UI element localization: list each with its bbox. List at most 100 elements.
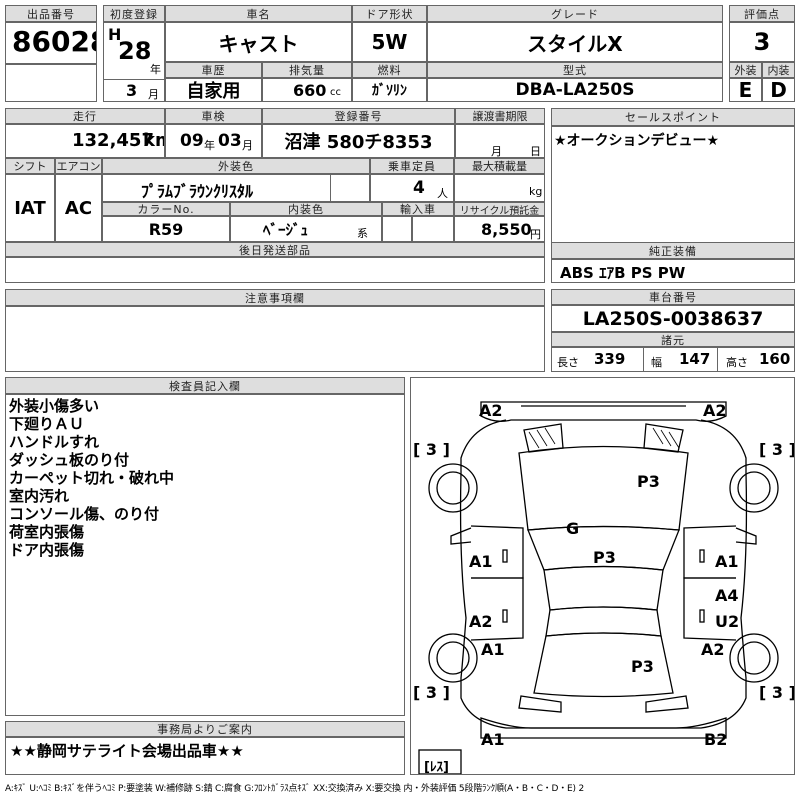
width-label: 幅 xyxy=(651,356,662,369)
rear-bumper xyxy=(480,717,727,739)
specs-box: 長さ 339 幅 147 高さ 160 xyxy=(551,347,795,372)
recycle-value: 8,550 xyxy=(481,220,532,239)
insp-year-value: 09 xyxy=(180,131,204,151)
spare-tire-grade: [ﾚｽ] xyxy=(424,760,449,775)
roof xyxy=(543,565,664,611)
tire-rr xyxy=(729,633,779,683)
office-info-label: 事務局よりご案内 xyxy=(5,721,405,737)
max-load-box: kg xyxy=(454,174,545,202)
insp-month-value: 03 xyxy=(218,131,242,151)
plate-label: 登録番号 xyxy=(262,108,455,124)
capacity-box: 4 人 xyxy=(370,174,454,202)
inspection-box: 09 年 03 月 xyxy=(165,124,262,158)
inspector-note: ダッシュ板のり付 xyxy=(9,451,130,469)
eval-point-label: 評価点 xyxy=(729,5,795,22)
displacement-box: 660 cc xyxy=(262,78,352,102)
mileage-label: 走行 xyxy=(5,108,165,124)
office-info-box: ★★静岡サテライト会場出品車★★ xyxy=(5,737,405,775)
office-notice-text: ★★静岡サテライト会場出品車★★ xyxy=(10,742,244,760)
length-value: 339 xyxy=(594,350,626,368)
height-value: 160 xyxy=(759,350,791,368)
inspector-note: カーペット切れ・破れ中 xyxy=(9,469,175,487)
right-door-rear xyxy=(683,577,737,641)
dmg-windshield: G xyxy=(566,519,580,538)
capacity-value: 4 xyxy=(413,178,425,198)
handle-lf xyxy=(502,549,508,563)
door-type-value: 5W xyxy=(352,22,427,62)
model-code-value: DBA-LA250S xyxy=(427,78,723,102)
sales-point-label: セールスポイント xyxy=(551,108,795,126)
front-bumper xyxy=(480,401,727,422)
grade-label: グレード xyxy=(427,5,723,22)
tire-rr-inner xyxy=(737,641,771,675)
dmg-front-left: A2 xyxy=(479,401,503,420)
length-label: 長さ xyxy=(557,356,579,369)
fuel-label: 燃料 xyxy=(352,62,427,78)
handle-rf xyxy=(699,549,705,563)
dmg-hood: P3 xyxy=(637,472,660,491)
taillight-left xyxy=(518,695,562,713)
chassis-no-value: LA250S-0038637 xyxy=(551,305,795,332)
caution-label: 注意事項欄 xyxy=(5,289,545,306)
int-color-unit: 系 xyxy=(357,227,368,240)
car-diagram xyxy=(418,401,779,774)
chassis-no-label: 車台番号 xyxy=(551,289,795,305)
dmg-left-rear-fender: A1 xyxy=(481,640,505,659)
inspector-label: 検査員記入欄 xyxy=(5,377,405,394)
fuel-value: ｶﾞｿﾘﾝ xyxy=(352,78,427,102)
month-value: 3 xyxy=(126,81,138,100)
width-value: 147 xyxy=(679,350,711,368)
ext-color-value: ﾌﾟﾗﾑﾌﾞﾗｳﾝｸﾘｽﾀﾙ xyxy=(141,182,254,201)
car-diagram-box: A2 A2 [ 3 ] [ 3 ] P3 G P3 A1 A1 A4 U2 A2… xyxy=(410,377,795,775)
model-code-label: 型式 xyxy=(427,62,723,78)
displacement-label: 排気量 xyxy=(262,62,352,78)
recycle-box: 8,550 円 xyxy=(454,216,545,242)
sales-point-text: ★オークションデビュー★ xyxy=(554,133,720,149)
car-name-label: 車名 xyxy=(165,5,352,22)
ext-color-divider xyxy=(330,174,370,202)
dmg-trunk: P3 xyxy=(631,657,654,676)
tire-rl xyxy=(428,633,478,683)
recycle-unit: 円 xyxy=(530,228,541,241)
later-parts-label: 後日発送部品 xyxy=(5,242,545,257)
std-equipment-label: 純正装備 xyxy=(551,242,795,259)
lot-no-label: 出品番号 xyxy=(5,5,97,22)
era-value: H xyxy=(108,25,122,44)
exterior-grade-value: E xyxy=(729,78,762,102)
history-value: 自家用 xyxy=(165,78,262,102)
later-parts-box xyxy=(5,257,545,283)
hood-outline xyxy=(518,445,689,531)
tire-rl-inner xyxy=(436,641,470,675)
transfer-deadline-box: 月 日 xyxy=(455,124,545,158)
dmg-rear-right: B2 xyxy=(704,730,728,749)
tire-rr-grade: [ 3 ] xyxy=(759,683,795,702)
inspector-note: ドア内張傷 xyxy=(9,541,85,559)
ext-color-label: 外装色 xyxy=(102,158,370,174)
history-label: 車歴 xyxy=(165,62,262,78)
deadline-month-unit: 月 xyxy=(491,145,502,158)
inspection-label: 車検 xyxy=(165,108,262,124)
grade-value: スタイルX xyxy=(427,22,723,62)
capacity-label: 乗車定員 xyxy=(370,158,454,174)
lot-no-value: 86028 xyxy=(12,25,96,58)
dmg-roof: P3 xyxy=(593,548,616,567)
tire-fl-grade: [ 3 ] xyxy=(413,440,450,459)
displacement-value: 660 xyxy=(293,81,327,100)
tire-fl-inner xyxy=(436,471,470,505)
taillight-right xyxy=(645,695,689,713)
dmg-right-mid-1: A4 xyxy=(715,586,739,605)
std-equipment-value: ABS ｴｱB PS PW xyxy=(560,264,686,282)
handle-rr xyxy=(699,609,705,623)
tire-fr-grade: [ 3 ] xyxy=(759,440,795,459)
recycle-label: リサイクル預託金 xyxy=(454,202,545,216)
dmg-right-front-door: A1 xyxy=(715,552,739,571)
dmg-right-rear-fender: A2 xyxy=(701,640,725,659)
aircon-value: AC xyxy=(55,174,102,242)
inspector-note: 室内汚れ xyxy=(9,487,70,505)
lot-no-box: 86028 xyxy=(5,22,97,64)
transfer-deadline-label: 譲渡書期限 xyxy=(455,108,545,124)
eval-point-value: 3 xyxy=(729,22,795,62)
mirror-right xyxy=(735,527,757,545)
import-box-left xyxy=(382,216,412,242)
import-label: 輸入車 xyxy=(382,202,454,216)
